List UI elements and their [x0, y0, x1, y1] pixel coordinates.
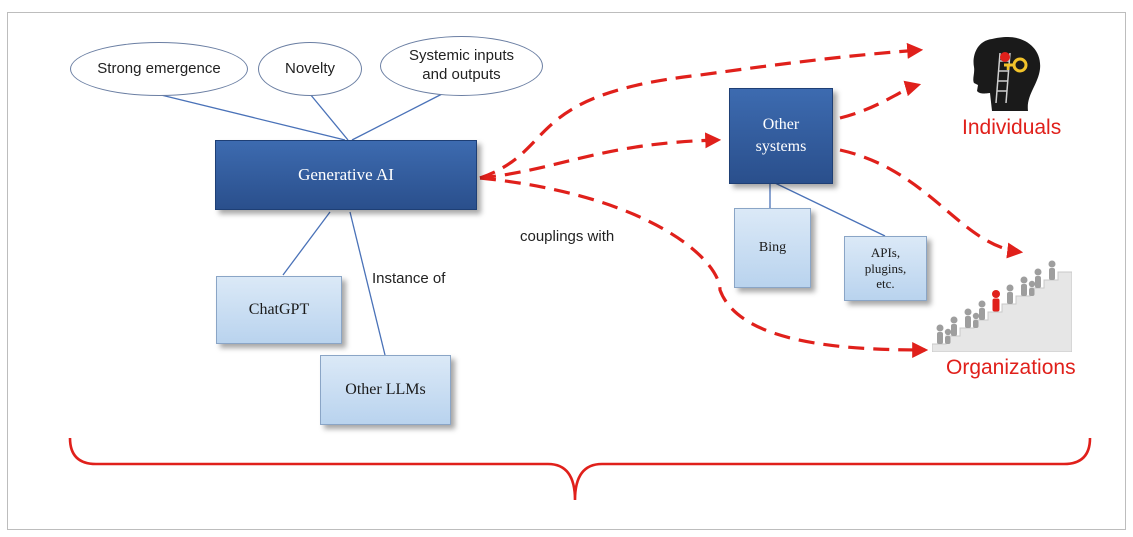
instance-of-label: Instance of: [372, 270, 446, 287]
coupling-to-individuals: [479, 42, 924, 180]
link-chatgpt: [282, 211, 331, 276]
other-systems-box: Other systems: [729, 88, 833, 184]
bing-box: Bing: [734, 208, 811, 288]
couplings-with-label: couplings with: [520, 228, 615, 245]
ellipse-systemic-inputs-outputs: Systemic inputs and outputs: [380, 36, 543, 96]
organizations-label: Organizations: [946, 356, 1076, 379]
ellipse-strong-emergence: Strong emergence: [70, 42, 248, 96]
grouping-brace: [68, 437, 1092, 501]
link-other-llms: [349, 211, 386, 356]
link-strong-emergence: [156, 93, 346, 141]
link-systemic: [351, 93, 443, 141]
head-with-ladder-and-key-icon: [973, 37, 1041, 111]
apis-plugins-box: APIs, plugins, etc.: [844, 236, 927, 301]
link-novelty: [309, 93, 349, 141]
link-apis: [774, 182, 886, 237]
generative-ai-box: Generative AI: [215, 140, 477, 210]
coupling-to-other-systems: [479, 132, 722, 180]
diagram-frame: [7, 12, 1126, 530]
coupling-to-organizations: [479, 176, 929, 358]
chatgpt-box: ChatGPT: [216, 276, 342, 344]
people-climbing-stairs-icon: [932, 260, 1072, 352]
other-llms-box: Other LLMs: [320, 355, 451, 425]
systems-to-individuals: [839, 80, 922, 120]
individuals-label: Individuals: [962, 116, 1062, 139]
ellipse-novelty: Novelty: [258, 42, 362, 96]
systems-to-organizations: [839, 148, 1024, 259]
